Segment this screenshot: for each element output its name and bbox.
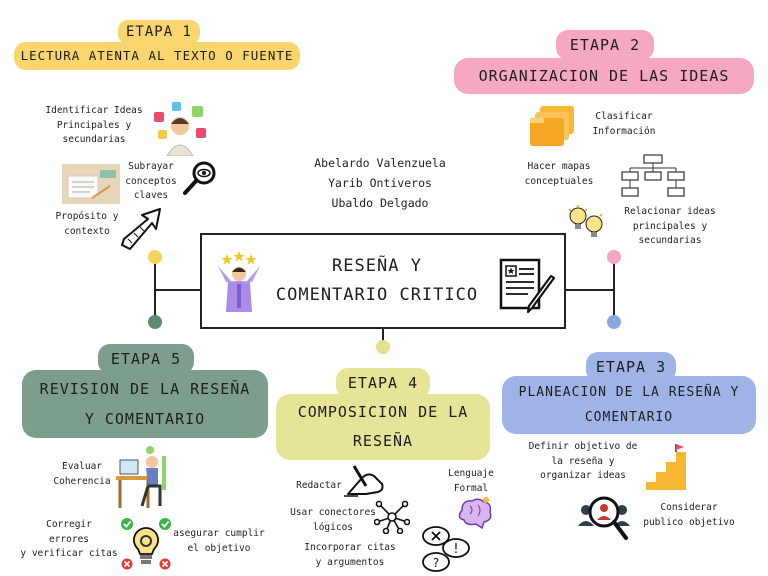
connector-dot-yellow [148,250,162,264]
stairs-icon [646,444,686,490]
flowchart-icon [621,154,685,197]
hand-pen-icon [344,465,384,497]
lightbulbs-icon [568,205,603,237]
magnifier-eye-icon [183,161,216,195]
connector-dot-pink [607,250,621,264]
connector-dot-khaki [376,340,390,354]
connector-dot-blue [607,315,621,329]
connector-dot-green [148,315,162,329]
stage1-label: ETAPA 1 [118,20,200,44]
arrow-up-icon [121,208,161,250]
stage2-label: ETAPA 2 [556,30,654,60]
stage2-title: ORGANIZACION DE LAS IDEAS [454,58,754,94]
desk-notebook-icon [62,164,120,204]
network-icon [374,500,410,534]
lightbulb-gear-icon [121,518,171,570]
speech-bubbles-icon: ! ? [422,526,470,572]
brain-icon [458,497,492,530]
center-box [200,233,566,329]
puzzle-person-icon [154,102,206,156]
person-target-icon [578,496,630,540]
svg-text:?: ? [433,556,439,570]
star-person-icon [218,251,260,312]
stage1-title: LECTURA ATENTA AL TEXTO O FUENTE [14,42,300,70]
stage4-redactar-text: Redactar [296,480,342,491]
svg-text:!: ! [453,542,458,557]
stage5-label: ETAPA 5 [98,344,194,374]
desk-person-icon [116,446,166,508]
folders-icon [530,106,574,146]
document-pencil-icon [499,258,556,314]
stage4-label: ETAPA 4 [336,368,430,398]
